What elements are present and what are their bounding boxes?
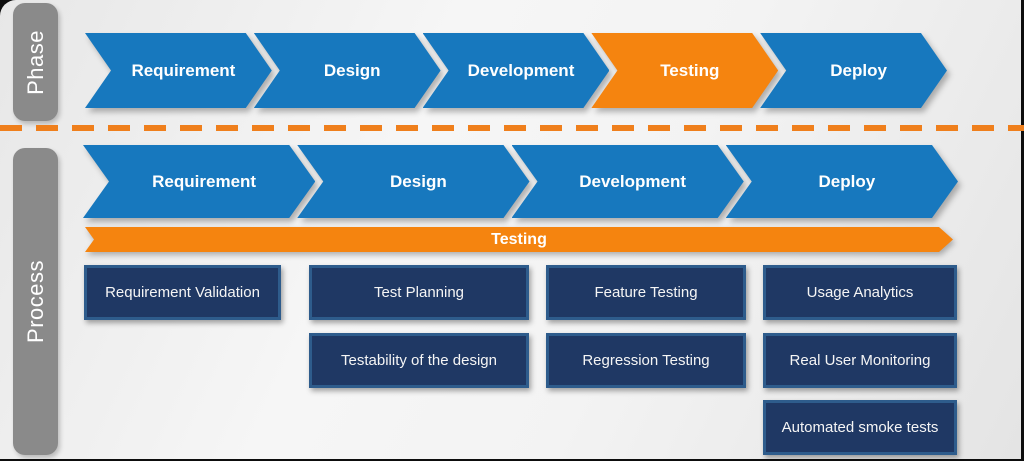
process-step-requirement-shape: Requirement [83,145,315,218]
activity-real-user-monitoring: Real User Monitoring [763,333,957,388]
phase-step-deploy-shape: Deploy [760,33,947,108]
process-step-deploy-shape: Deploy [726,145,958,218]
activity-automated-smoke-tests: Automated smoke tests [763,400,957,455]
phase-step-development-shape: Development [423,33,610,108]
activity-feature-testing: Feature Testing [546,265,746,320]
phase-step-testing: Testing [591,33,778,108]
process-step-development: Development [512,145,744,218]
phase-step-design-shape: Design [254,33,441,108]
phase-step-requirement: Requirement [85,33,272,108]
phase-rail-label: Phase [22,29,48,95]
process-rail-label: Process [22,260,48,343]
testing-banner-shape: Testing [85,227,953,252]
section-divider-dashed-line [0,125,1024,131]
phase-step-development: Development [423,33,610,108]
process-step-deploy: Deploy [726,145,958,218]
activity-usage-analytics: Usage Analytics [763,265,957,320]
process-step-design-shape: Design [297,145,529,218]
phase-step-testing-shape: Testing [591,33,778,108]
process-step-development-shape: Development [512,145,744,218]
phase-step-requirement-shape: Requirement [85,33,272,108]
process-steps-row: Requirement Design Development Deploy [83,145,958,218]
process-step-requirement: Requirement [83,145,315,218]
activity-requirement-validation: Requirement Validation [84,265,281,320]
phase-step-deploy: Deploy [760,33,947,108]
phase-step-design: Design [254,33,441,108]
process-step-design: Design [297,145,529,218]
phase-rail: Phase [13,3,58,121]
activity-test-planning: Test Planning [309,265,529,320]
testing-banner: Testing [85,227,953,252]
process-rail: Process [13,148,58,455]
activity-regression-testing: Regression Testing [546,333,746,388]
phase-steps-row: Requirement Design Development Testing D… [85,33,947,108]
activity-testability-of-the-design: Testability of the design [309,333,529,388]
